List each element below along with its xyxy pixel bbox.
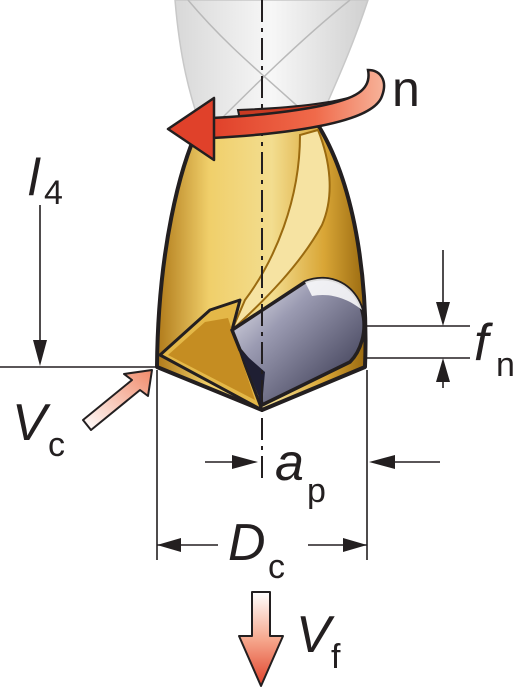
fn-dimension [365,250,470,388]
ap-label-main: a [275,434,304,492]
vf-label-main: V [296,606,335,664]
fn-label-sub: n [496,346,515,384]
l4-dimension [0,205,160,368]
vc-arrow [82,369,153,431]
ap-label-sub: p [307,472,326,510]
l4-label-sub: 4 [44,174,63,212]
vc-label-sub: c [48,426,65,464]
ap-dimension [205,455,440,469]
dc-dimension [156,370,368,560]
cutting-insert [230,276,366,407]
vc-label-main: V [12,394,51,452]
vf-arrow [238,591,284,687]
l4-label-main: l [28,149,41,207]
rotation-arrow [166,68,386,162]
vf-label-sub: f [331,638,341,676]
rotation-label: n [392,61,420,117]
dc-label-sub: c [268,548,285,586]
fn-label-main: f [474,314,493,372]
dc-label-main: D [228,514,266,572]
